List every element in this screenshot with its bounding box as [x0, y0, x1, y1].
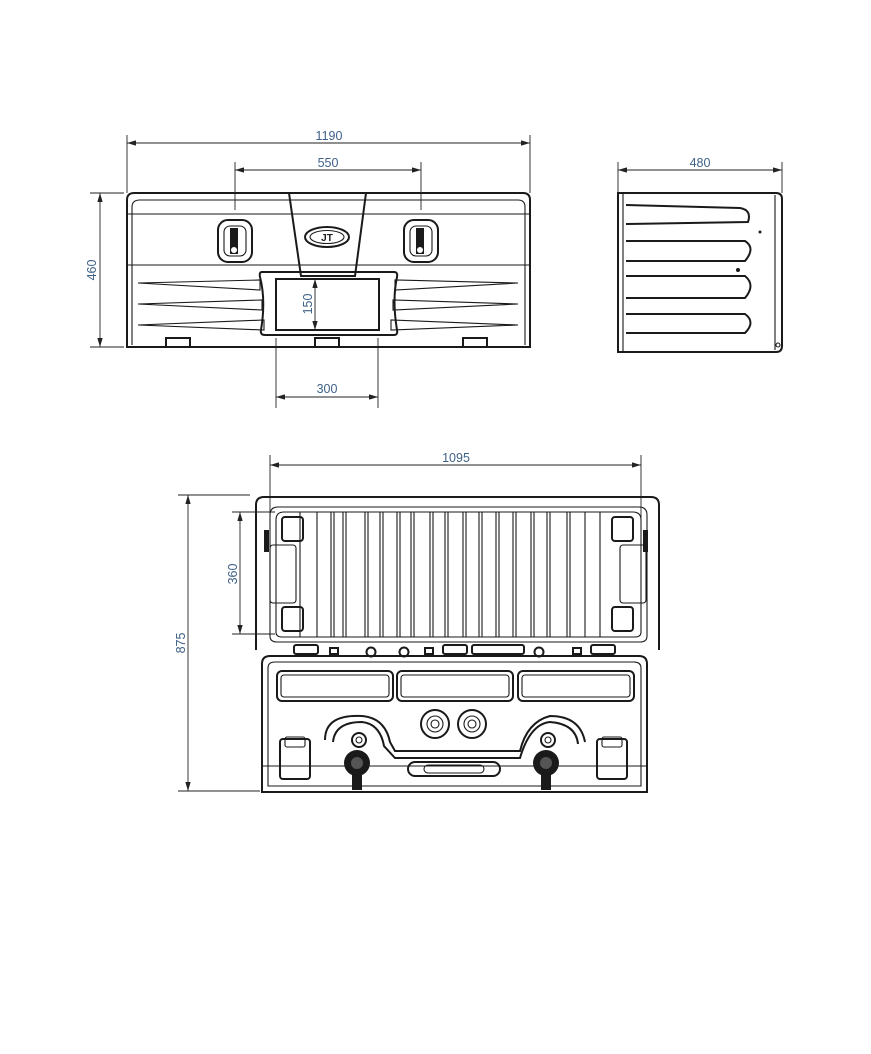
latch-right-icon [533, 732, 559, 790]
side-view [617, 192, 783, 353]
dimension-label-1095: 1095 [442, 451, 470, 465]
top-view [255, 496, 660, 793]
dimension-label-875: 875 [174, 633, 188, 654]
dimension-inner-width-top: 1095 [269, 451, 642, 540]
dimension-label-360: 360 [226, 564, 240, 585]
logo: JT [304, 226, 350, 248]
logo-panel [288, 192, 367, 277]
front-view: JT [126, 192, 531, 348]
logo-text: JT [321, 233, 333, 244]
dimension-label-480: 480 [690, 156, 711, 170]
dimension-label-300: 300 [317, 382, 338, 396]
dimension-label-550: 550 [318, 156, 339, 170]
dimension-label-460: 460 [85, 260, 99, 281]
dimension-lock-spacing: 550 [234, 156, 422, 210]
label-window [275, 278, 380, 331]
dimension-window-width: 300 [275, 338, 379, 408]
dimension-lid-depth: 360 [226, 511, 275, 635]
lock-right-icon [403, 219, 439, 263]
latch-left-icon [344, 732, 370, 790]
dimension-width-front: 1190 [126, 129, 531, 193]
lock-left-icon [217, 219, 253, 263]
window-surround [258, 271, 399, 336]
dimension-height-front: 460 [85, 192, 124, 348]
dimension-depth-side: 480 [617, 156, 783, 193]
dimension-label-150: 150 [301, 294, 315, 315]
dimension-window-height: 150 [301, 279, 318, 330]
dimension-label-1190: 1190 [316, 129, 343, 143]
dimension-overall-depth: 875 [174, 494, 260, 792]
